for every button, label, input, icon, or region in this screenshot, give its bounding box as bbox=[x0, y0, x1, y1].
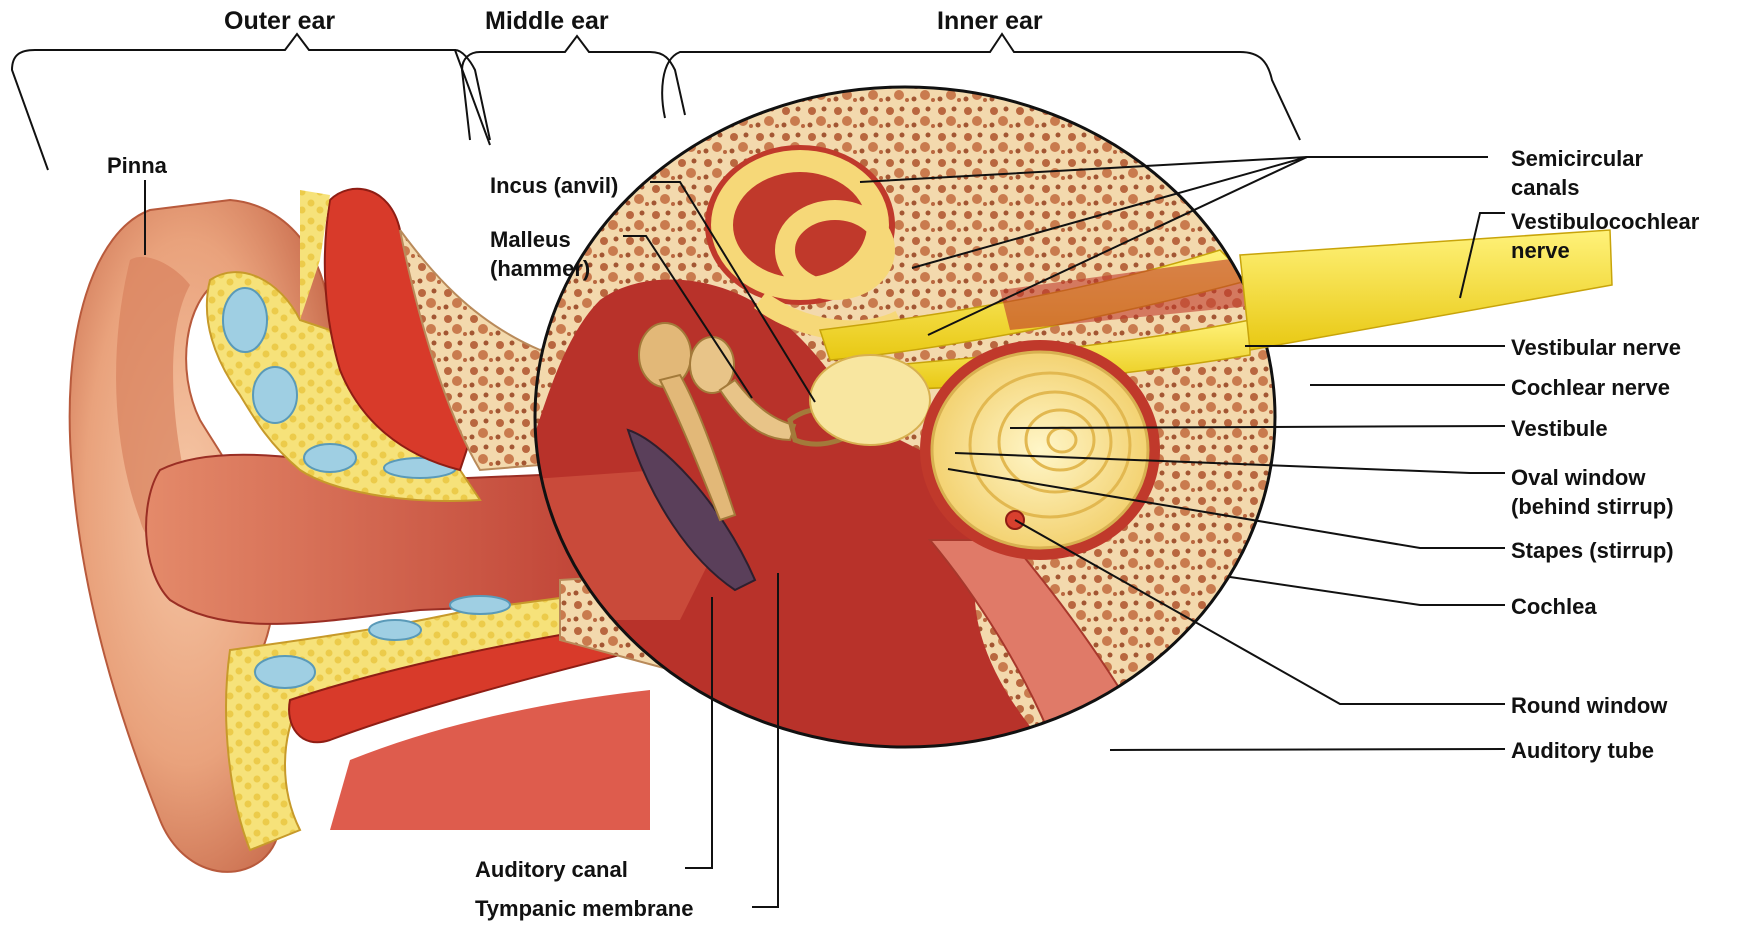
vestibulocochlear-label-2: nerve bbox=[1511, 237, 1570, 264]
semicircular-label: Semicircular bbox=[1511, 145, 1643, 172]
vestibulocochlear-label: Vestibulocochlear bbox=[1511, 208, 1699, 235]
semicircular-label-2: canals bbox=[1511, 174, 1580, 201]
middle-ear-heading: Middle ear bbox=[485, 8, 609, 35]
magnified-view bbox=[520, 80, 1300, 780]
stapes-label: Stapes (stirrup) bbox=[1511, 537, 1674, 564]
cochlear-nerve-label: Cochlear nerve bbox=[1511, 374, 1670, 401]
malleus-label: Malleus bbox=[490, 226, 571, 253]
cochlea-leader bbox=[1230, 577, 1505, 605]
vestibule-label: Vestibule bbox=[1511, 415, 1608, 442]
outer-ear-bracket bbox=[12, 34, 490, 170]
auditory-canal-label: Auditory canal bbox=[475, 856, 628, 883]
middle-ear-bracket bbox=[462, 36, 685, 140]
inner-ear-heading: Inner ear bbox=[937, 8, 1043, 35]
vestibular-nerve-label: Vestibular nerve bbox=[1511, 334, 1681, 361]
auditory-tube-label: Auditory tube bbox=[1511, 737, 1654, 764]
pinna-label: Pinna bbox=[107, 152, 167, 179]
cochlea-label: Cochlea bbox=[1511, 593, 1597, 620]
auditory-tube-leader bbox=[1110, 749, 1505, 750]
cochlea-shape bbox=[920, 340, 1160, 560]
round-window-label: Round window bbox=[1511, 692, 1667, 719]
oval-window-label: Oval window bbox=[1511, 464, 1645, 491]
malleus-label-2: (hammer) bbox=[490, 255, 590, 282]
tympanic-membrane-label: Tympanic membrane bbox=[475, 895, 693, 922]
malleus-head bbox=[639, 323, 691, 387]
vestibule-shape bbox=[810, 355, 930, 445]
oval-window-label-2: (behind stirrup) bbox=[1511, 493, 1674, 520]
outer-ear-heading: Outer ear bbox=[224, 8, 335, 35]
incus-label: Incus (anvil) bbox=[490, 172, 618, 199]
